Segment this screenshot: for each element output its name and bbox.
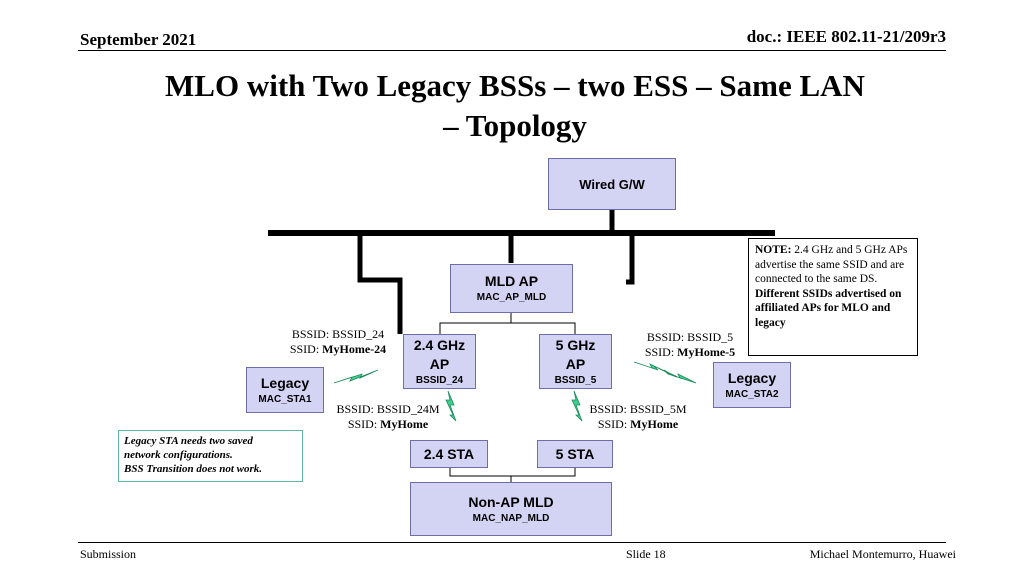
legacy-sta2-node: Legacy MAC_STA2 bbox=[713, 362, 791, 408]
bss5-ssid: MyHome-5 bbox=[677, 345, 736, 359]
non-ap-mld-mac: MAC_NAP_MLD bbox=[472, 512, 550, 524]
mldap-to-ap5 bbox=[511, 322, 576, 334]
mld-ap-label: MLD AP bbox=[484, 273, 539, 289]
bus-to-ap24-link bbox=[357, 233, 403, 334]
footer-submission: Submission bbox=[80, 547, 137, 561]
legacy-note-line3: BSS Transition does not work. bbox=[124, 463, 263, 475]
bss5-ssid-line: SSID: MyHome-5 bbox=[644, 345, 736, 359]
legacy-note-line2: network configurations. bbox=[124, 449, 233, 461]
legacy-note-line1: Legacy STA needs two saved bbox=[124, 435, 253, 447]
bss5m-ssid: MyHome bbox=[630, 417, 679, 431]
ap-24ghz-node: 2.4 GHz AP BSSID_24 bbox=[403, 334, 476, 389]
bus-to-ap5-link-a bbox=[626, 233, 635, 285]
note-box: NOTE: 2.4 GHz and 5 GHz APs advertise th… bbox=[748, 238, 918, 356]
legacy-sta2-mac: MAC_STA2 bbox=[725, 388, 779, 400]
bss5m-bssid: BSSID: BSSID_5M bbox=[589, 402, 687, 416]
bss24m-ssid: MyHome bbox=[380, 417, 429, 431]
ap-5ghz-label1: 5 GHz bbox=[555, 336, 596, 353]
legacy-sta1-label: Legacy bbox=[260, 374, 310, 391]
note-prefix: NOTE: bbox=[755, 244, 792, 256]
bss5m-info: BSSID: BSSID_5M SSID: MyHome bbox=[578, 402, 698, 432]
mld-ap-node: MLD AP MAC_AP_MLD bbox=[450, 264, 573, 313]
ap-5ghz-label2: AP bbox=[565, 355, 586, 372]
non-ap-mld-label: Non-AP MLD bbox=[468, 493, 554, 510]
ap-5ghz-bssid: BSSID_5 bbox=[554, 374, 597, 386]
sta-24-node: 2.4 STA bbox=[410, 440, 488, 468]
sta-5-node: 5 STA bbox=[537, 440, 613, 468]
header-date: September 2021 bbox=[80, 30, 197, 49]
bss5-info: BSSID: BSSID_5 SSID: MyHome-5 bbox=[622, 330, 758, 360]
ap-24ghz-bssid: BSSID_24 bbox=[415, 374, 464, 386]
ap-24ghz-label1: 2.4 GHz bbox=[413, 336, 466, 353]
footer-author: Michael Montemurro, Huawei bbox=[809, 547, 956, 561]
legacy-sta1-mac: MAC_STA1 bbox=[258, 393, 312, 405]
bss5m-ssid-line: SSID: MyHome bbox=[597, 417, 679, 431]
bss24-ssid-line: SSID: MyHome-24 bbox=[289, 342, 387, 356]
footer-slide-number: Slide 18 bbox=[626, 547, 666, 561]
sta-5-label: 5 STA bbox=[555, 445, 595, 462]
bss24-bssid: BSSID: BSSID_24 bbox=[291, 327, 385, 341]
slide-title-line1: MLO with Two Legacy BSSs – two ESS – Sam… bbox=[165, 68, 865, 103]
wired-gateway-node: Wired G/W bbox=[548, 158, 676, 210]
ap-5ghz-node: 5 GHz AP BSSID_5 bbox=[539, 334, 612, 389]
non-ap-mld-node: Non-AP MLD MAC_NAP_MLD bbox=[410, 482, 612, 536]
mldap-to-ap24 bbox=[439, 313, 512, 334]
bss24-ssid: MyHome-24 bbox=[322, 342, 387, 356]
legacy-sta2-label: Legacy bbox=[727, 369, 777, 386]
wireless-link-sta24-icon bbox=[445, 390, 457, 422]
bss24m-ssid-line: SSID: MyHome bbox=[347, 417, 429, 431]
note-bold-text: Different SSIDs advertised on affiliated… bbox=[755, 287, 902, 329]
bss5-bssid: BSSID: BSSID_5 bbox=[646, 330, 734, 344]
wireless-link-legacy2-icon bbox=[633, 361, 697, 384]
header-divider bbox=[78, 50, 946, 51]
wired-gateway-label: Wired G/W bbox=[579, 176, 645, 192]
slide-title-line2: – Topology bbox=[443, 108, 587, 143]
bss24m-bssid: BSSID: BSSID_24M bbox=[336, 402, 440, 416]
wireless-link-legacy1-icon bbox=[333, 369, 379, 384]
bss24m-info: BSSID: BSSID_24M SSID: MyHome bbox=[325, 402, 451, 432]
stas-bracket bbox=[449, 468, 576, 477]
legacy-sta-note: Legacy STA needs two saved network confi… bbox=[118, 430, 303, 482]
note-text: 2.4 GHz and 5 GHz APs advertise the same… bbox=[755, 244, 908, 285]
wireless-link-sta5-icon bbox=[571, 390, 583, 422]
bss24-info: BSSID: BSSID_24 SSID: MyHome-24 bbox=[270, 327, 406, 357]
header-doc-id: doc.: IEEE 802.11-21/209r3 bbox=[746, 27, 946, 46]
footer-divider bbox=[78, 542, 946, 543]
legacy-sta1-node: Legacy MAC_STA1 bbox=[246, 367, 324, 413]
sta-24-label: 2.4 STA bbox=[423, 445, 475, 462]
slide-title: MLO with Two Legacy BSSs – two ESS – Sam… bbox=[90, 66, 940, 146]
ap-24ghz-label2: AP bbox=[429, 355, 450, 372]
mld-ap-mac: MAC_AP_MLD bbox=[476, 292, 547, 303]
